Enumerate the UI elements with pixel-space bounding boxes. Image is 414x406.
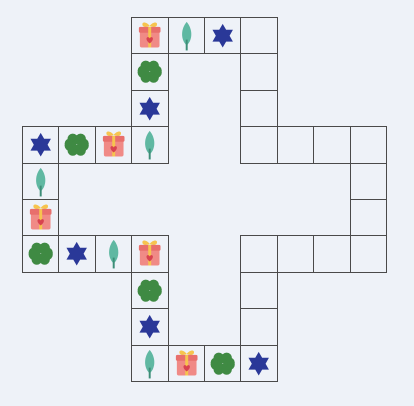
tile-cell[interactable] <box>22 235 60 273</box>
tile-cell[interactable] <box>58 126 96 164</box>
tile-cell[interactable] <box>131 271 169 310</box>
tile-cell[interactable] <box>131 17 169 55</box>
empty-cell[interactable] <box>276 235 315 273</box>
empty-cell[interactable] <box>349 235 387 273</box>
tile-cell[interactable] <box>58 235 96 273</box>
empty-cell[interactable] <box>240 271 278 310</box>
tile-cell[interactable] <box>167 344 205 382</box>
tile-cell[interactable] <box>94 126 133 164</box>
tile-cell[interactable] <box>131 126 169 164</box>
empty-cell[interactable] <box>240 235 278 273</box>
empty-cell[interactable] <box>349 162 387 200</box>
tile-cell[interactable] <box>131 53 169 91</box>
tile-cell[interactable] <box>22 199 60 237</box>
tile-cell[interactable] <box>204 17 242 55</box>
tile-cell[interactable] <box>131 235 169 273</box>
tile-cell[interactable] <box>131 308 169 346</box>
empty-cell[interactable] <box>349 199 387 237</box>
empty-cell[interactable] <box>240 89 278 128</box>
tile-cell[interactable] <box>22 162 60 200</box>
empty-cell[interactable] <box>313 126 351 164</box>
empty-cell[interactable] <box>313 235 351 273</box>
tile-cell[interactable] <box>94 235 133 273</box>
empty-cell[interactable] <box>240 308 278 346</box>
tile-cell[interactable] <box>204 344 242 382</box>
empty-cell[interactable] <box>276 126 315 164</box>
empty-cell[interactable] <box>240 126 278 164</box>
empty-cell[interactable] <box>240 17 278 55</box>
tile-cell[interactable] <box>167 17 205 55</box>
tile-cell[interactable] <box>22 126 60 164</box>
tile-cell[interactable] <box>240 344 278 382</box>
empty-cell[interactable] <box>240 53 278 91</box>
tile-cell[interactable] <box>131 344 169 382</box>
empty-cell[interactable] <box>349 126 387 164</box>
tile-cell[interactable] <box>131 89 169 128</box>
